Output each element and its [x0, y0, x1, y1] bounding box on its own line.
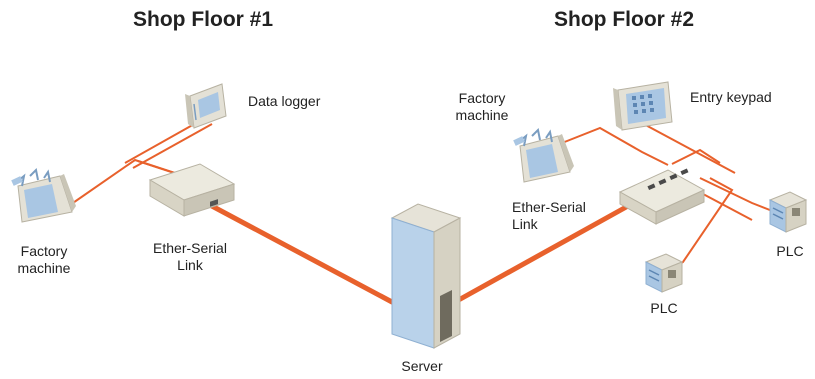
label-plc-right: PLC [776, 243, 804, 259]
label-line: Link [177, 257, 203, 273]
link-keypad-b [671, 148, 721, 165]
ether-serial-link-icon [618, 168, 706, 225]
label-line: machine [455, 107, 509, 123]
plc-icon [768, 191, 808, 233]
label-line: Ether-Serial [512, 199, 586, 215]
heading-shop-floor-2: Shop Floor #2 [554, 8, 695, 31]
link-factory2 [561, 126, 669, 166]
label-line: Factory [458, 90, 506, 106]
label-factory-machine-1: Factory machine [12, 243, 76, 277]
factory-machine-icon [513, 127, 574, 183]
data-logger-icon [185, 83, 227, 129]
label-line: Ether-Serial [153, 240, 227, 256]
label-line: Factory [20, 243, 68, 259]
factory-machine-icon [11, 167, 76, 223]
label-data-logger: Data logger [248, 93, 321, 109]
server-icon [390, 203, 462, 349]
link-datalogger-b [132, 123, 213, 169]
label-factory-machine-2: Factory machine [450, 90, 514, 124]
label-server: Server [401, 358, 443, 374]
label-ether-serial-1: Ether-Serial Link [140, 240, 240, 274]
link-esl1-server [207, 202, 395, 305]
ether-serial-link-icon [148, 163, 236, 217]
link-plc-right [699, 177, 776, 213]
thick-links [207, 202, 631, 305]
heading-shop-floor-1: Shop Floor #1 [133, 8, 274, 31]
label-line: machine [17, 260, 71, 276]
link-esl2-server [452, 203, 631, 305]
label-line: Link [512, 216, 538, 232]
entry-keypad-icon [613, 81, 673, 131]
label-entry-keypad: Entry keypad [690, 89, 772, 105]
link-keypad [639, 121, 736, 174]
label-ether-serial-2: Ether-Serial Link [512, 199, 586, 233]
plc-icon [644, 253, 684, 293]
label-plc-bottom: PLC [650, 300, 678, 316]
